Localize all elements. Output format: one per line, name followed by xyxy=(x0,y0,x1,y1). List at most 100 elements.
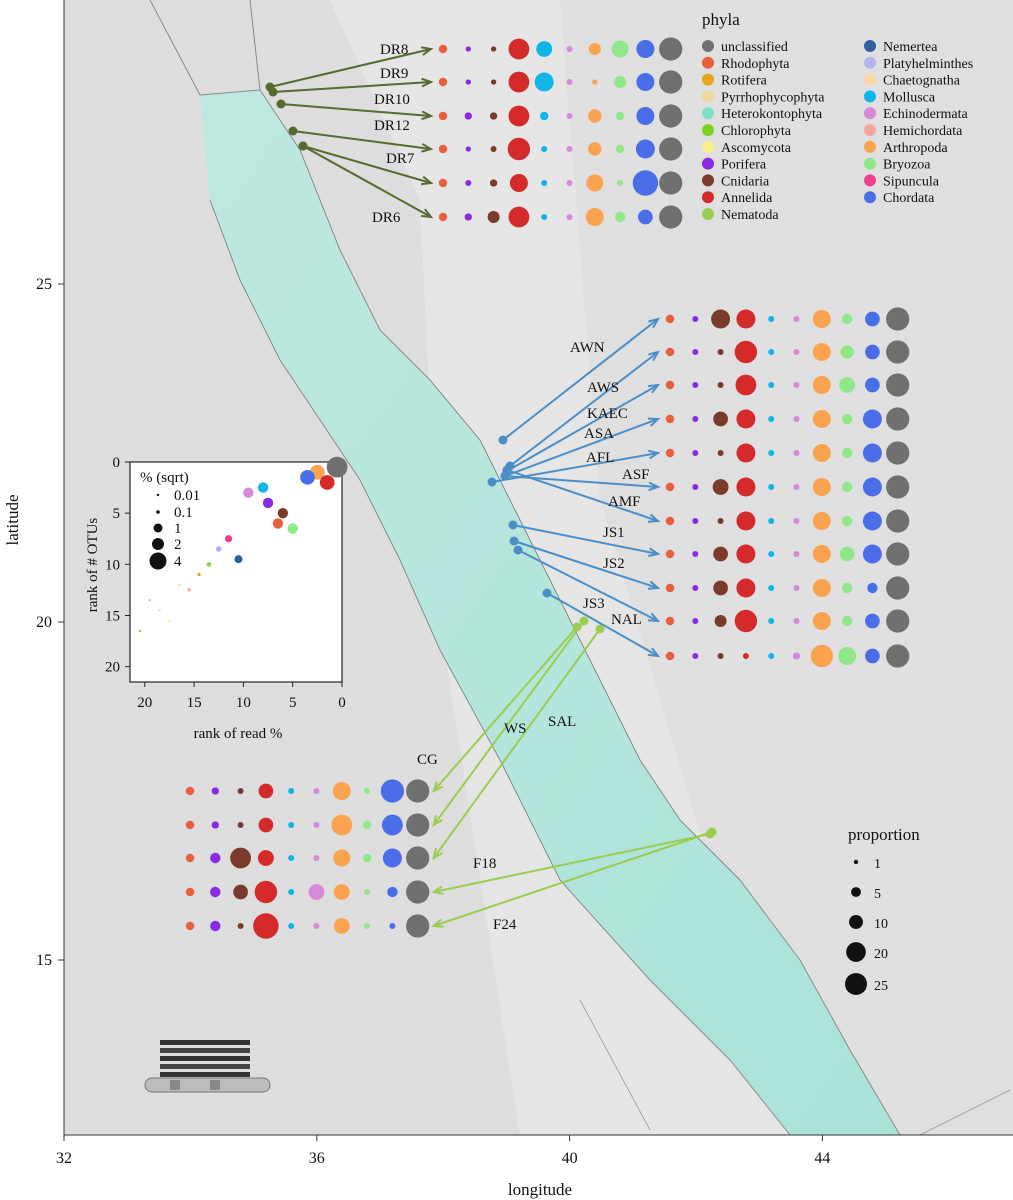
bubble-annelida xyxy=(734,340,758,364)
bubble-mollusca xyxy=(768,349,775,355)
bubble-echinodermata xyxy=(566,180,573,186)
connector-dr10 xyxy=(280,103,434,121)
bubble-arthropoda xyxy=(812,444,831,462)
connector-kaec xyxy=(506,383,661,472)
bubble-cnidaria xyxy=(713,580,728,596)
legend-label: Bryozoa xyxy=(883,158,931,173)
proportion-legend-dot xyxy=(849,915,863,929)
bubble-bryozoa xyxy=(611,40,629,58)
bubble-annelida xyxy=(736,511,756,531)
bubble-porifera xyxy=(211,821,219,829)
bubble-rhodophyta xyxy=(665,347,675,357)
bubble-cnidaria xyxy=(711,309,731,329)
bubble-arthropoda xyxy=(333,918,350,934)
legend-swatch xyxy=(864,73,876,86)
legend-label: Pyrrhophycophyta xyxy=(721,90,825,105)
bubble-bryozoa xyxy=(839,546,855,562)
bubble-unclassified xyxy=(406,779,430,803)
legend-label: Arthropoda xyxy=(883,141,948,156)
bubble-row-amf xyxy=(665,509,910,533)
y-tick-label: 25 xyxy=(36,276,52,293)
connector-f24 xyxy=(431,831,713,928)
inset-size-legend-item: 1 xyxy=(153,521,182,537)
bubble-unclassified xyxy=(886,576,910,600)
bubble-rhodophyta xyxy=(185,921,195,931)
bubble-unclassified xyxy=(886,509,910,533)
bubble-annelida xyxy=(508,105,530,127)
bubble-cnidaria xyxy=(717,349,724,355)
legend-item-heterokontophyta: Heterokontophyta xyxy=(702,107,823,122)
legend-label: Echinodermata xyxy=(883,107,969,122)
bubble-chordata xyxy=(638,209,653,225)
bubble-unclassified xyxy=(886,307,910,331)
bubble-chordata xyxy=(632,170,659,196)
bubble-bryozoa xyxy=(841,447,853,459)
inset-point-heterokontophyta xyxy=(148,598,151,602)
inset-x-tick-label: 15 xyxy=(187,695,202,711)
legend-label: Hemichordata xyxy=(883,124,963,139)
site-label-asf: ASF xyxy=(622,467,650,483)
bubble-arthropoda xyxy=(332,782,351,800)
legend-swatch xyxy=(702,157,714,170)
proportion-legend-label: 1 xyxy=(874,857,881,872)
inset-size-legend-label: 0.01 xyxy=(174,488,200,504)
bubble-row-kaec xyxy=(665,373,910,397)
bubble-annelida xyxy=(736,477,756,497)
inset-size-legend-title: % (sqrt) xyxy=(140,470,189,486)
bubble-echinodermata xyxy=(793,416,800,422)
bubble-echinodermata xyxy=(313,855,320,861)
bubble-cnidaria xyxy=(490,46,497,52)
bubble-mollusca xyxy=(768,484,775,490)
bubble-bryozoa xyxy=(840,345,854,359)
inset-point-annelida xyxy=(319,475,335,490)
bubble-rhodophyta xyxy=(438,144,448,154)
bubble-porifera xyxy=(465,180,472,186)
inset-point-porifera xyxy=(262,497,274,509)
inset-point-bryozoa xyxy=(287,523,298,534)
bubble-arthropoda xyxy=(810,644,834,668)
bubble-unclassified xyxy=(406,914,430,938)
site-label-dr12: DR12 xyxy=(374,118,410,134)
bubble-rhodophyta xyxy=(185,887,195,897)
bubble-arthropoda xyxy=(588,43,601,55)
bubble-arthropoda xyxy=(812,478,831,496)
bubble-echinodermata xyxy=(793,585,800,591)
y-axis-label: latitude xyxy=(3,495,22,546)
connector-js2 xyxy=(513,540,661,590)
legend-item-cnidaria: Cnidaria xyxy=(702,174,770,189)
inset-point-chordata xyxy=(300,469,315,485)
bubble-unclassified xyxy=(659,137,683,161)
bubble-rhodophyta xyxy=(438,212,448,222)
bubble-mollusca xyxy=(288,822,295,828)
bubble-row-f18 xyxy=(185,880,430,904)
bubble-row-ws xyxy=(185,813,430,837)
bubble-cnidaria xyxy=(489,179,498,187)
bubble-rhodophyta xyxy=(665,549,675,559)
legend-swatch xyxy=(864,56,876,69)
site-point-nal xyxy=(542,588,552,598)
legend-swatch xyxy=(864,157,876,170)
bubble-arthropoda xyxy=(331,814,353,836)
bubble-annelida xyxy=(254,880,278,904)
inset-size-legend-dot xyxy=(153,523,163,533)
inset-point-chaetognatha xyxy=(178,583,181,586)
bubble-mollusca xyxy=(768,416,775,422)
site-point-dr12 xyxy=(288,126,298,136)
site-point-sal xyxy=(595,624,605,634)
bubble-arthropoda xyxy=(812,343,831,361)
inset-size-legend-item: 0.01 xyxy=(156,488,200,504)
bubble-bryozoa xyxy=(841,582,853,594)
bubble-unclassified xyxy=(659,171,683,195)
connector-dr8 xyxy=(269,46,434,88)
bubble-chordata xyxy=(865,311,880,327)
bubble-annelida xyxy=(736,544,756,564)
bubble-unclassified xyxy=(406,813,430,837)
bubble-porifera xyxy=(210,886,221,898)
bubble-rhodophyta xyxy=(665,651,675,661)
inset-size-legend-item: 4 xyxy=(149,552,182,570)
site-label-dr7: DR7 xyxy=(386,151,415,167)
bubble-bryozoa xyxy=(615,144,625,154)
